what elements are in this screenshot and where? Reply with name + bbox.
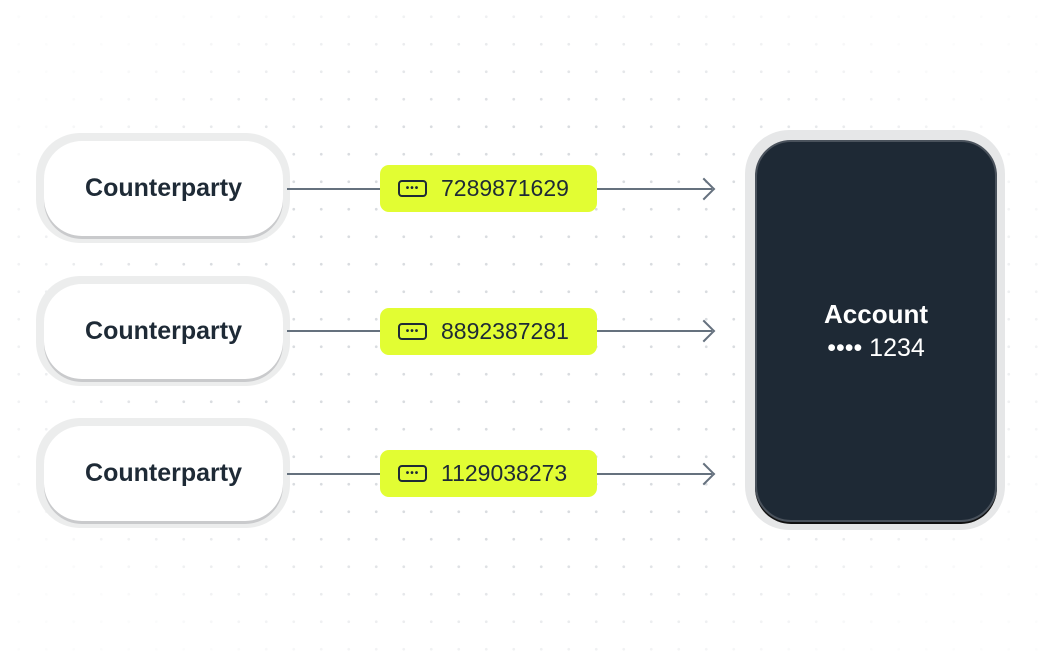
account-number-badge: ••• 8892387281 [380,308,597,355]
account-number: 8892387281 [441,318,569,344]
account-title: Account [824,299,928,329]
account-number-badge: ••• 1129038273 [380,450,597,497]
counterparty-label: Counterparty [44,284,283,379]
password-dots-icon: ••• [398,323,427,340]
account-number: 7289871629 [441,175,569,201]
password-dots-icon: ••• [398,180,427,197]
counterparty-node: Counterparty [36,276,290,386]
password-dots-icon: ••• [398,465,427,482]
account-number-badge: ••• 7289871629 [380,165,597,212]
counterparty-label: Counterparty [44,426,283,521]
counterparty-node: Counterparty [36,418,290,528]
counterparty-label: Counterparty [44,141,283,236]
account-number: 1129038273 [441,460,568,486]
account-card: Account •••• 1234 [745,130,1005,530]
counterparty-node: Counterparty [36,133,290,243]
account-masked-number: •••• 1234 [827,334,925,362]
